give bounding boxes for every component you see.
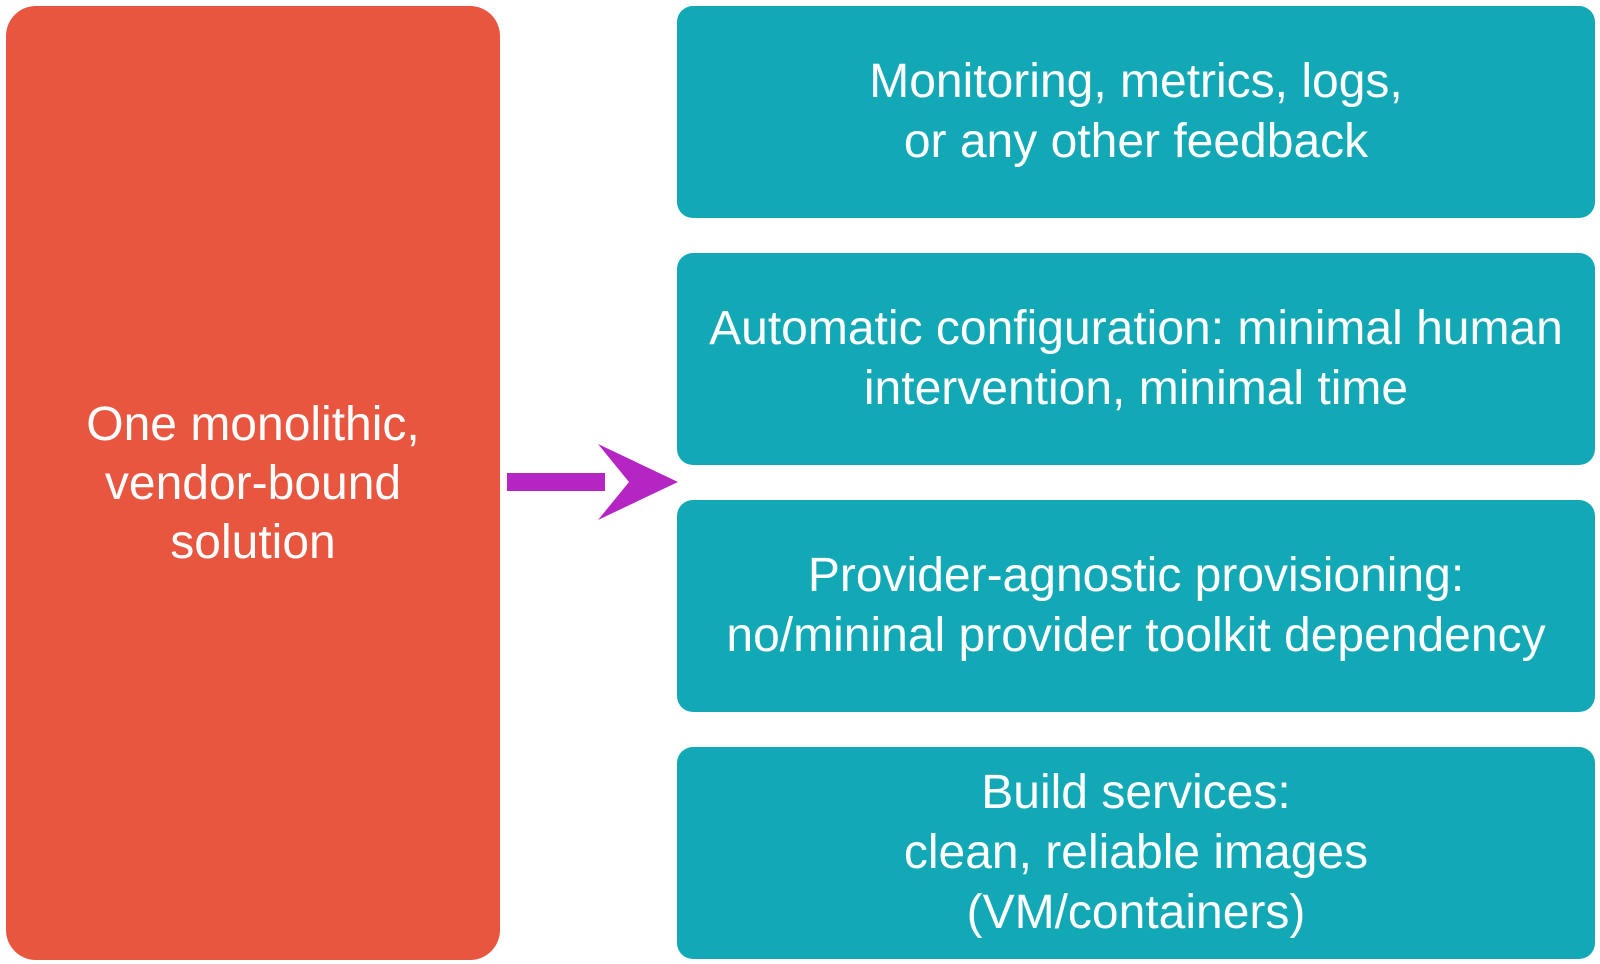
automatic-configuration-line-2: intervention, minimal time bbox=[863, 362, 1409, 415]
automatic-configuration-line-1: Automatic configuration: minimal human bbox=[709, 302, 1563, 355]
provider-agnostic-provisioning-line-2: no/mininal provider toolkit dependency bbox=[726, 609, 1546, 662]
monolithic-solution-box: One monolithic, vendor-bound solution bbox=[6, 6, 500, 960]
build-services-line-1: Build services: bbox=[981, 766, 1291, 819]
automatic-configuration-box: Automatic configuration: minimal human i… bbox=[677, 253, 1595, 465]
monitoring-feedback-box: Monitoring, metrics, logs, or any other … bbox=[677, 6, 1595, 218]
provider-agnostic-provisioning-line-1: Provider-agnostic provisioning: bbox=[807, 549, 1465, 602]
build-services-box: Build services: clean, reliable images (… bbox=[677, 747, 1595, 959]
monitoring-feedback-line-2: or any other feedback bbox=[903, 115, 1369, 168]
right-arrow-icon bbox=[507, 444, 678, 520]
build-services-line-2: clean, reliable images bbox=[903, 826, 1369, 879]
monolithic-solution-line-2: vendor-bound bbox=[104, 456, 402, 510]
provider-agnostic-provisioning-box: Provider-agnostic provisioning: no/minin… bbox=[677, 500, 1595, 712]
monitoring-feedback-line-1: Monitoring, metrics, logs, bbox=[869, 55, 1403, 108]
monolithic-solution-line-1: One monolithic, bbox=[86, 397, 420, 451]
build-services-line-3: (VM/containers) bbox=[966, 886, 1306, 939]
monolithic-solution-line-3: solution bbox=[170, 515, 336, 569]
